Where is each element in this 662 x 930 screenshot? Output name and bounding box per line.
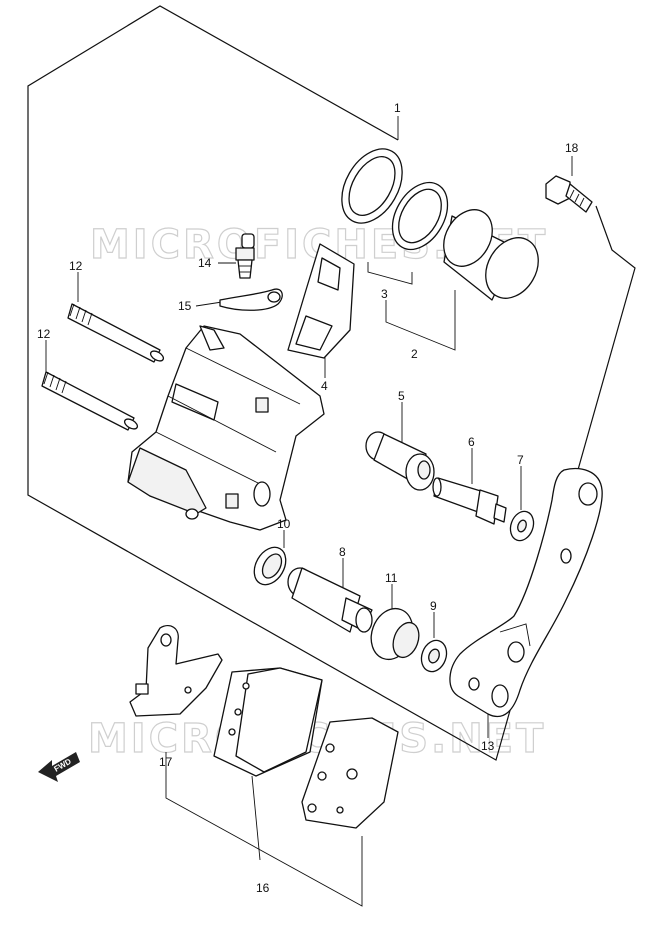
part-10-seal [253,546,287,586]
caliper-body [127,325,325,531]
part-12-pin-upper [67,303,165,363]
callout-15: 15 [178,299,192,313]
callout-16: 16 [256,881,270,895]
part-5-boot [365,431,435,491]
part-3-seals [341,148,449,251]
assembly-boundary [27,5,636,761]
callout-8: 8 [339,545,346,559]
part-6-sleeve [432,477,507,525]
callout-5: 5 [398,389,405,403]
callout-1: 1 [394,101,401,115]
part-2-piston [443,209,539,301]
part-16-pad-left [213,667,323,777]
callout-13: 13 [481,739,495,753]
part-17-shim [129,625,223,717]
part-13-bracket [449,467,603,718]
part-16-pad-right [301,717,399,829]
callout-3: 3 [381,287,388,301]
part-14-bleeder [235,233,255,279]
callout-2: 2 [411,347,418,361]
part-7-washer [509,510,535,542]
callout-labels: 1 2 3 4 5 6 7 8 9 10 11 12 12 13 14 15 1… [37,101,579,895]
fwd-arrow-icon: FWD [38,752,80,782]
part-11-boot [370,607,420,661]
leader-lines [45,116,573,907]
part-18-bolt [545,175,593,213]
callout-4: 4 [321,379,328,393]
callout-6: 6 [468,435,475,449]
part-8-pin [287,567,373,633]
part-12-pin-lower [41,371,139,431]
callout-7: 7 [517,453,524,467]
part-9-washer [420,639,448,673]
callout-11: 11 [385,571,398,585]
callout-17: 17 [159,755,173,769]
callout-10: 10 [277,517,291,531]
callout-12-upper: 12 [69,259,83,273]
part-4-spring [287,243,355,359]
watermark-bottom: MICROFICHES.NET [88,716,546,762]
part-15-cap [219,288,283,311]
callout-14: 14 [198,256,212,270]
callout-12-lower: 12 [37,327,51,341]
callout-18: 18 [565,141,579,155]
callout-9: 9 [430,599,437,613]
